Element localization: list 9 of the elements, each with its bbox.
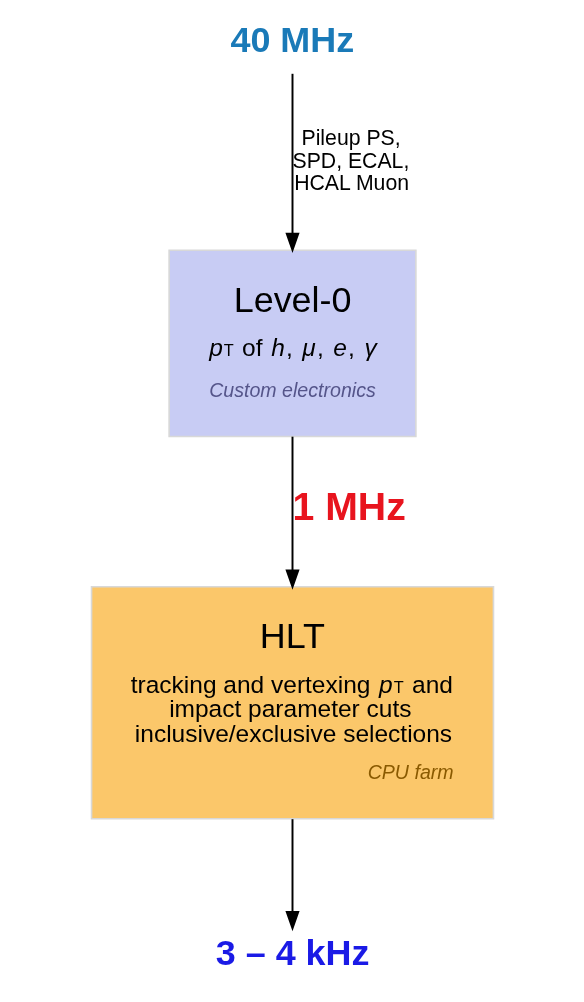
arrow <box>284 72 300 253</box>
edge-label: 1 MHz <box>292 485 406 529</box>
node-text: 3 – 4 kHz <box>215 932 370 974</box>
arrow <box>284 818 300 932</box>
node-box: HLT tracking and vertexing pT and impact parameter cuts inclusive/exclusive selections CPU farm <box>90 585 494 820</box>
node-text: 40 MHz <box>229 18 354 60</box>
arrow <box>284 435 300 590</box>
edge-label: Pileup PS, SPD, ECAL, HCAL Muon <box>292 125 409 196</box>
node-box: Level-0 pT of h, μ, e, γ Custom electronics <box>167 249 417 438</box>
